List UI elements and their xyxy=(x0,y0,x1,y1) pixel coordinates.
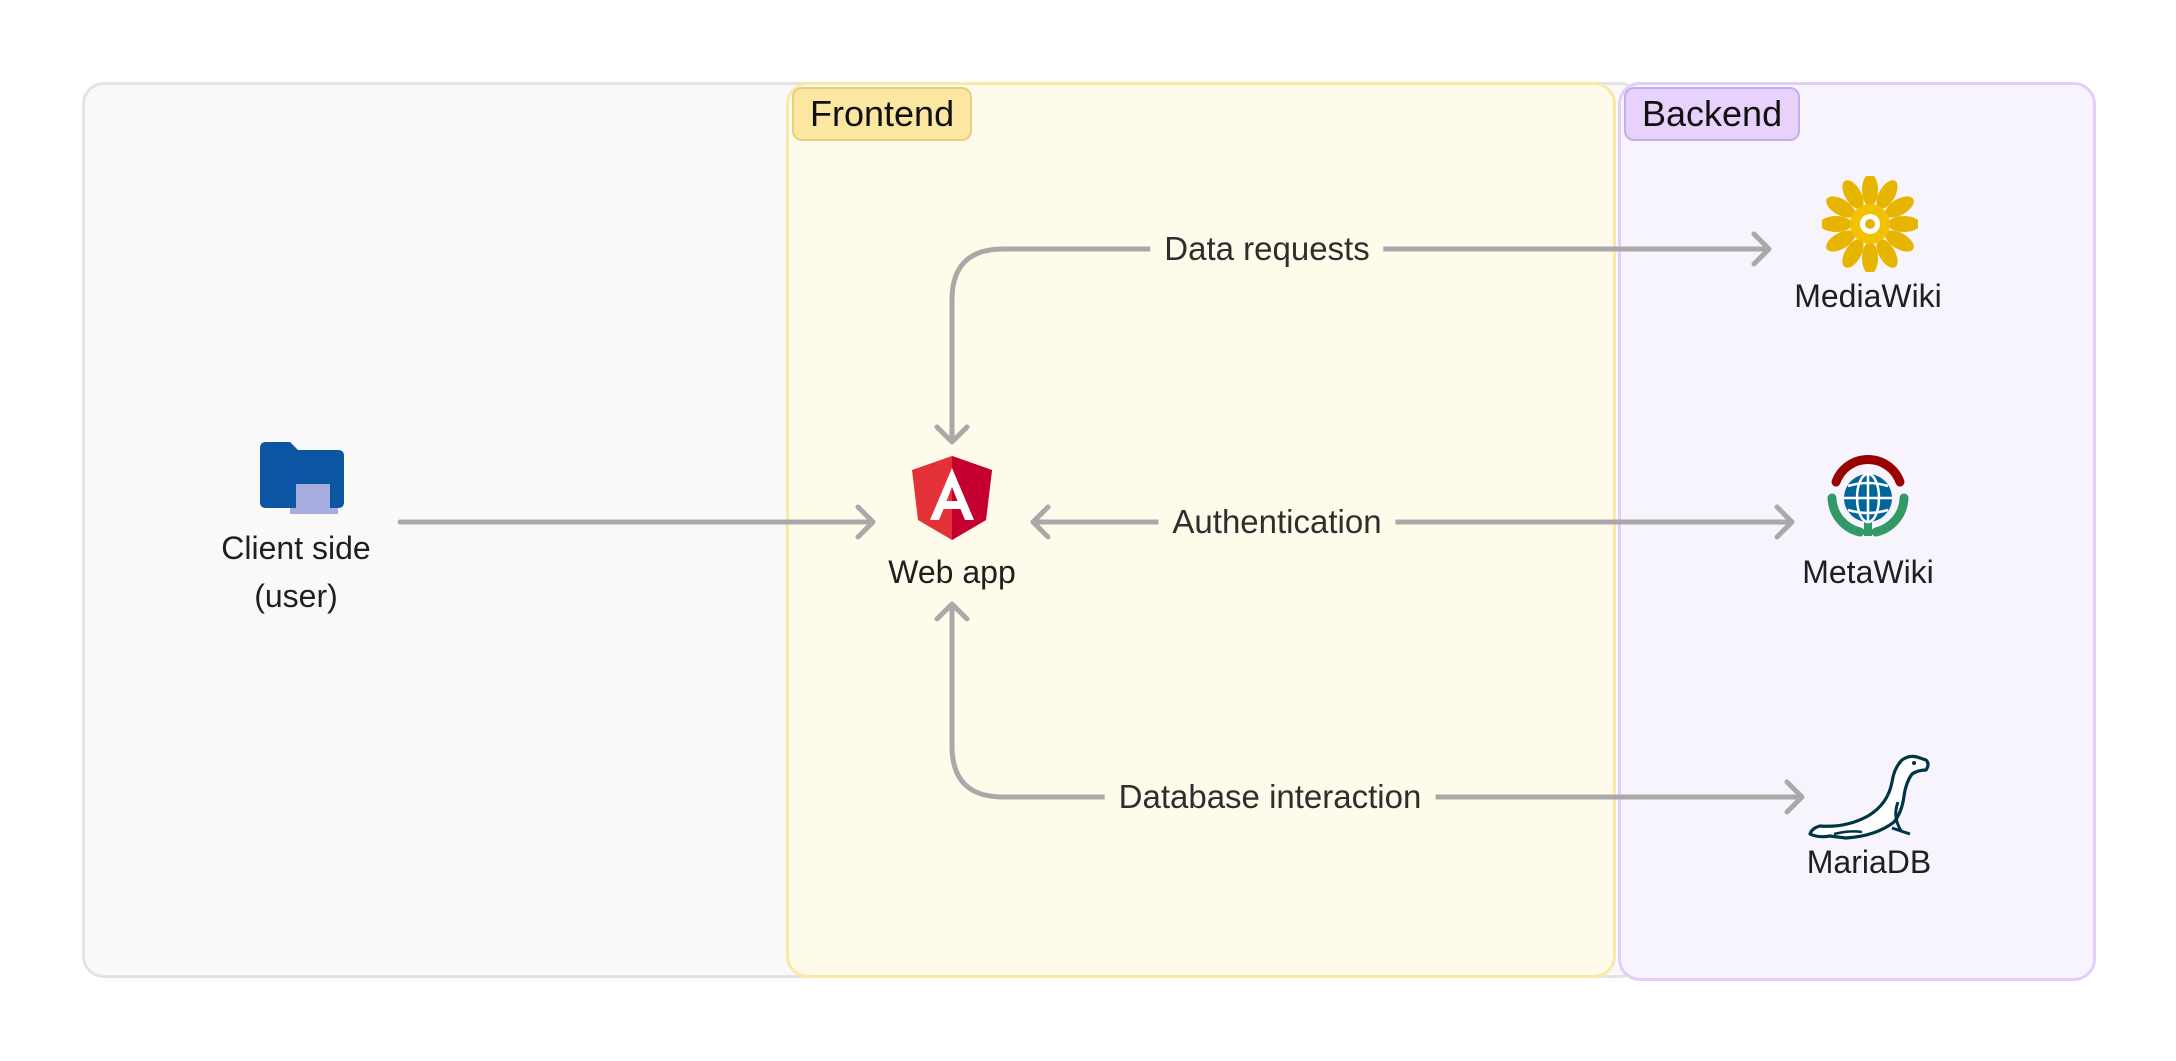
arrowhead-webapp-left xyxy=(855,504,876,540)
client-node-label: Client side (user) xyxy=(221,524,370,620)
metawiki-node-label: MetaWiki xyxy=(1802,554,1934,590)
mariadb-node-label: MariaDB xyxy=(1806,844,1932,880)
client-label-line1: Client side xyxy=(221,530,371,566)
angular-icon xyxy=(912,456,992,540)
client-label-line2: (user) xyxy=(254,578,338,614)
edge-label-data-requests: Data requests xyxy=(1150,230,1384,268)
arrowhead-webapp-bottom xyxy=(934,601,970,622)
mediawiki-sunflower-icon xyxy=(1822,176,1918,272)
arrowhead-metawiki xyxy=(1774,504,1795,540)
edge-database-interaction xyxy=(949,603,1803,800)
arrowhead-webapp-right xyxy=(1030,504,1051,540)
arrowhead-webapp-top xyxy=(934,424,970,445)
arrowhead-mediawiki xyxy=(1751,231,1772,267)
mediawiki-node-label: MediaWiki xyxy=(1794,278,1942,314)
edge-label-authentication: Authentication xyxy=(1158,503,1396,541)
backend-group-label: Backend xyxy=(1624,87,1801,141)
wikimedia-globe-icon xyxy=(1827,454,1909,537)
edge-data-requests xyxy=(949,246,1770,443)
frontend-group-label: Frontend xyxy=(792,87,973,141)
arrowhead-mariadb xyxy=(1784,779,1805,815)
edge-label-database-interaction: Database interaction xyxy=(1104,778,1436,816)
mariadb-seal-icon xyxy=(1808,754,1930,840)
laptop-folder-icon xyxy=(260,442,344,514)
webapp-node-label: Web app xyxy=(888,554,1016,590)
